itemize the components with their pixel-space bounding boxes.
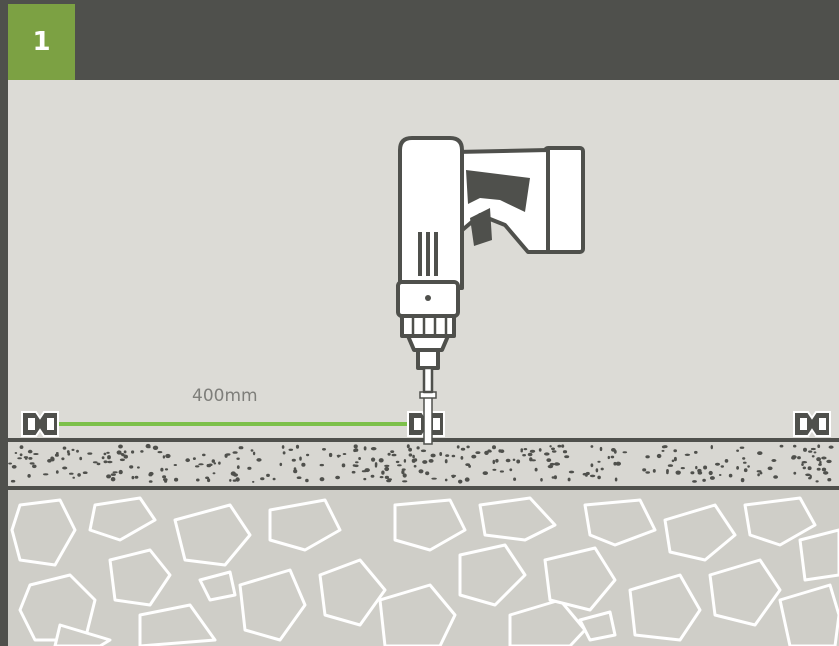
step-badge [8,4,75,80]
bedding-layer [8,438,839,490]
drill-icon [396,136,585,394]
measurement-label: 400mm [192,386,258,406]
left-edge-bar [0,80,8,646]
spacer-clip-icon [21,411,59,437]
step-number: 1 [32,27,51,57]
step-header-bar [0,0,839,80]
spacer-clip-icon [793,411,831,437]
sub-base-layer [8,490,839,646]
